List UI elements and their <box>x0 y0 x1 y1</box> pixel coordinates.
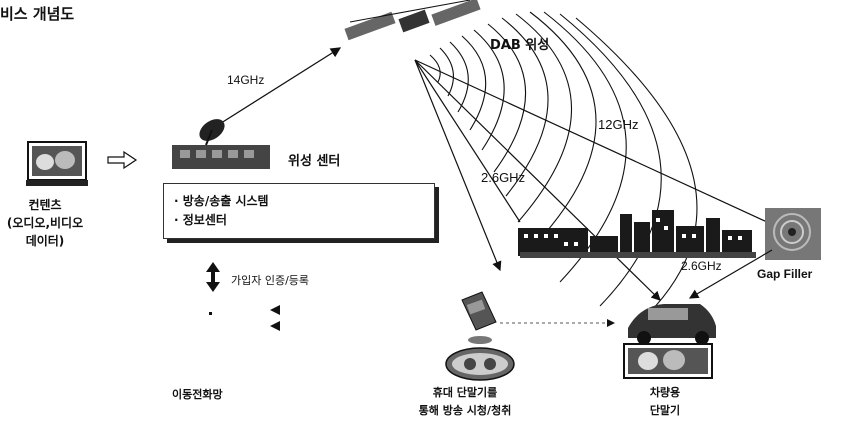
handheld-label: 휴대 단말기를 통해 방송 시청/청취 <box>400 384 530 420</box>
vehicle-icon <box>628 304 716 345</box>
vehicle-label: 차량용 단말기 <box>635 384 695 420</box>
systems-box: · 방송/송출 시스템 · 정보센터 <box>163 183 435 239</box>
handheld-line-2: 통해 방송 시청/청취 <box>418 404 512 417</box>
content-line-3: 데이터) <box>25 234 65 248</box>
content-thumbnail <box>26 141 88 186</box>
vehicle-line-2: 단말기 <box>649 404 681 417</box>
vehicle-screen-icon <box>623 343 713 379</box>
gap-filler-label: Gap Filler <box>757 267 813 281</box>
satellite-icon <box>344 0 481 41</box>
system-item-info-center: · 정보센터 <box>174 213 227 227</box>
satellite-label: DAB 위성 <box>490 38 550 53</box>
handheld-line-1: 휴대 단말기를 <box>432 386 498 399</box>
subscriber-auth-label: 가입자 인증/등록 <box>231 274 310 287</box>
city-skyline <box>518 210 756 258</box>
gap-filler-frequency: 2.6GHz <box>681 259 722 273</box>
broadcast-waves <box>429 11 698 323</box>
left-arrow-small-1 <box>270 305 280 315</box>
gap-filler-arrow <box>688 249 773 299</box>
network-dot <box>209 312 212 315</box>
vehicle-line-1: 차량용 <box>649 386 681 399</box>
handheld-screen-icon <box>445 347 515 381</box>
gap-filler-icon <box>765 208 821 260</box>
system-item-broadcast: · 방송/송출 시스템 <box>174 194 269 208</box>
handheld-device-icon <box>461 291 497 344</box>
content-to-center-arrow <box>107 150 138 170</box>
satellite-center-label: 위성 센터 <box>288 154 341 169</box>
uplink-arrow <box>217 47 342 126</box>
uplink-frequency: 14GHz <box>227 73 265 87</box>
up-down-arrow <box>206 262 220 292</box>
satellite-center-icon <box>172 119 270 169</box>
content-label: 컨텐츠 (오디오,비디오 데이터) <box>4 196 86 250</box>
mobile-network-label: 이동전화망 <box>172 388 223 401</box>
left-arrow-small-2 <box>270 321 280 331</box>
content-line-1: 컨텐츠 <box>28 198 62 212</box>
broadcast-frequency: 12GHz <box>598 117 639 132</box>
page-title: 비스 개념도 <box>0 5 75 23</box>
content-line-2: (오디오,비디오 <box>6 216 84 230</box>
broadcast-cone <box>414 59 782 301</box>
direct-frequency: 2.6GHz <box>481 170 526 185</box>
